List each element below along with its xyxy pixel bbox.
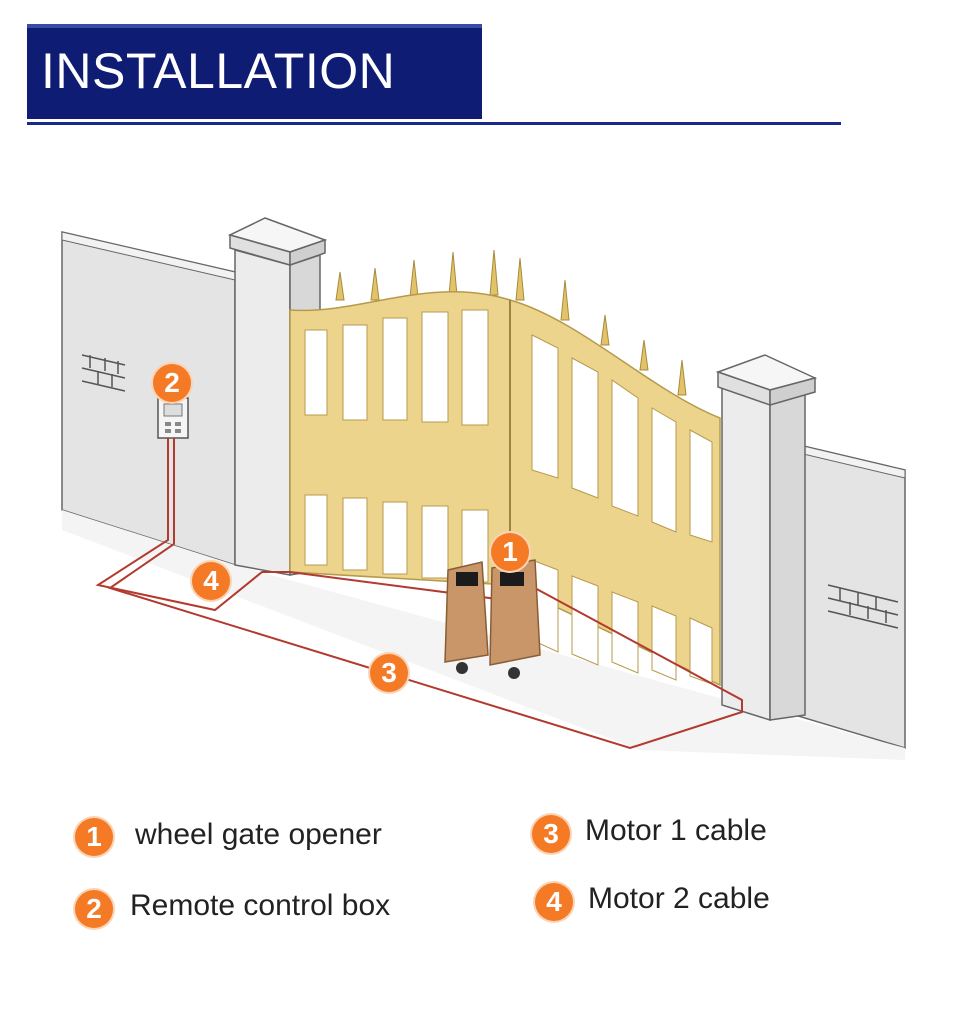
left-wall: [61, 231, 236, 567]
motor-2-cable-path: [95, 438, 290, 612]
legend-label-remote-control-box: Remote control box: [130, 889, 391, 922]
legend-badge-3: 3: [532, 815, 570, 853]
page-title: INSTALLATION: [41, 43, 396, 99]
legend-badge-4: 4: [535, 883, 573, 921]
legend-badge-2: 2: [75, 890, 113, 928]
remote-control-box: [157, 397, 189, 439]
legend-badge-1: 1: [75, 818, 113, 856]
right-wall: [777, 439, 906, 750]
gate-openings: [304, 309, 713, 685]
right-pillar: [715, 354, 818, 722]
legend-label-wheel-gate-opener: wheel gate opener: [135, 818, 382, 851]
brick-pattern-right: [827, 584, 899, 629]
callout-4-badge: 4: [192, 562, 230, 600]
installation-diagram: [61, 217, 906, 760]
callout-2-badge: 2: [153, 364, 191, 402]
legend-label-motor-1-cable: Motor 1 cable: [585, 814, 767, 847]
header-underline: [27, 122, 841, 125]
header-banner: INSTALLATION: [27, 24, 482, 119]
wheel-gate-opener-motors: [444, 559, 541, 679]
callout-1-badge: 1: [491, 533, 529, 571]
gate-spikes: [335, 249, 687, 396]
brick-pattern-left: [81, 354, 126, 392]
gate: [289, 249, 721, 687]
legend-label-motor-2-cable: Motor 2 cable: [588, 882, 770, 915]
motor-1-cable-path: [107, 438, 743, 750]
callout-3-badge: 3: [370, 654, 408, 692]
